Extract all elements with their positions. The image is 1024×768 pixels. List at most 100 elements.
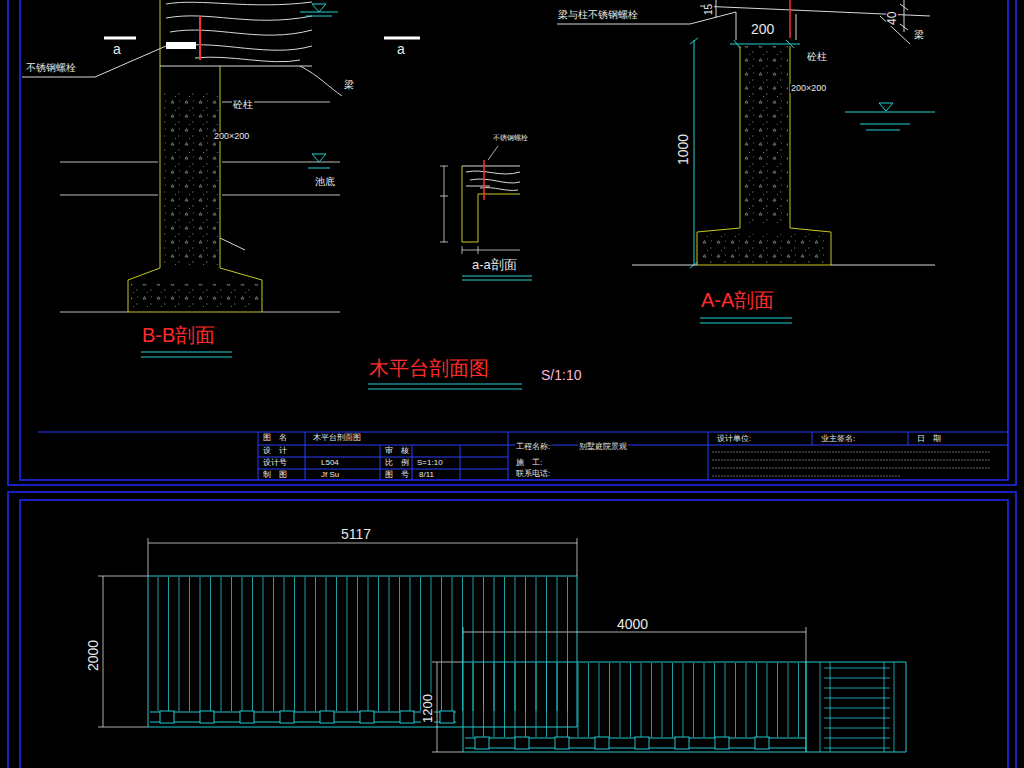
plan-view [884,662,885,752]
plan-view [578,663,579,737]
sheet-frame [8,0,1016,768]
table-cell: 木平台剖面图 [312,434,362,442]
plan-view [98,538,906,752]
table-cell: 设计号 [262,459,288,467]
plan-view [675,737,689,749]
dimension: 1200 [421,693,434,724]
plan-view [315,577,316,711]
plan-view [148,576,906,752]
section-a-a [557,0,935,323]
section-title: A-A剖面 [700,290,775,310]
scale-note: S/1:10 [540,368,582,382]
section-b-b [104,37,420,40]
callout-text: 不锈钢螺栓 [25,63,77,73]
sheet-frame [20,0,1008,480]
plan-view [440,711,454,723]
plan-view [820,662,821,752]
plan-view [704,663,705,737]
table-cell: 图 名 [262,434,288,442]
table-cell: 设 计 [262,447,288,455]
section-title: B-B剖面 [141,325,216,345]
plan-view [715,737,729,749]
plan-view [824,698,890,699]
sheet-frame [8,492,1016,768]
table-cell: Jf Su [320,471,340,479]
plan-view [767,663,768,737]
plan-view [609,663,610,737]
plan-view [242,577,243,711]
plan-view [360,711,374,723]
plan-view [240,711,254,723]
plan-view [693,663,694,737]
detail-a-a [462,276,532,280]
section-b-b [131,284,259,310]
section-b-b [22,46,342,250]
plan-view [735,663,736,737]
table-cell: 制 图 [262,471,288,479]
table-cell: 设计单位: [716,435,752,443]
sheet-frame [8,0,1016,485]
plan-view [200,577,201,711]
plan-view [400,711,414,723]
section-mark: a [396,42,406,56]
callout-text: 砼柱 [232,100,254,110]
plan-view [824,738,890,739]
plan-view [473,663,474,737]
section-b-b [141,352,232,357]
section-a-a [690,38,698,268]
section-a-a [632,265,935,266]
plan-view [630,663,631,737]
table-cell: 别墅庭院景观 [578,443,628,451]
plan-view [824,668,890,669]
plan-view [515,737,529,749]
section-b-b [166,42,196,49]
plan-view [635,737,649,749]
plan-view [824,708,890,709]
table-cell: 8/11 [418,471,435,479]
dimension: 15 [704,3,714,16]
plan-view [158,577,159,711]
plan-view [273,577,274,711]
section-a-a [700,318,792,323]
callout-text: 砼柱 [806,52,828,62]
plan-view [725,663,726,737]
plan-view [294,577,295,711]
plan-view [588,663,589,737]
plan-view [368,577,369,711]
section-b-b [162,90,218,266]
callout-text: 梁 [343,80,355,90]
plan-view [420,577,421,711]
detail-a-a [440,146,520,254]
callout-text: 梁 [913,30,925,40]
table-cell: 图 号 [384,471,410,479]
plan-view [824,748,890,749]
plan-view [595,737,609,749]
dimension: 4000 [616,617,649,631]
plan-view [672,663,673,737]
plan-view [475,737,489,749]
heading-underline [368,384,522,389]
plan-view [620,663,621,737]
table-cell: 审 核 [384,447,410,455]
plan-view [441,577,442,711]
section-b-b [22,0,420,357]
plan-view [189,577,190,711]
table-cell: 施 工: [515,459,543,467]
title-block-grid [38,432,1008,480]
section-b-b [300,4,338,168]
size-note: 200×200 [213,132,250,141]
table-cell: S=1:10 [416,459,444,467]
drawing-title: 木平台剖面图 [368,358,490,378]
dimension: 5117 [340,527,372,541]
plan-view [221,577,222,711]
plan-view [150,712,806,748]
plan-view [824,678,890,679]
table-cell: 比 例 [384,459,410,467]
dimension: 200 [750,22,775,36]
table-cell: 业主签名: [820,435,856,443]
plan-view [410,577,411,711]
plan-view [98,538,806,752]
dimension: 2000 [86,639,100,672]
